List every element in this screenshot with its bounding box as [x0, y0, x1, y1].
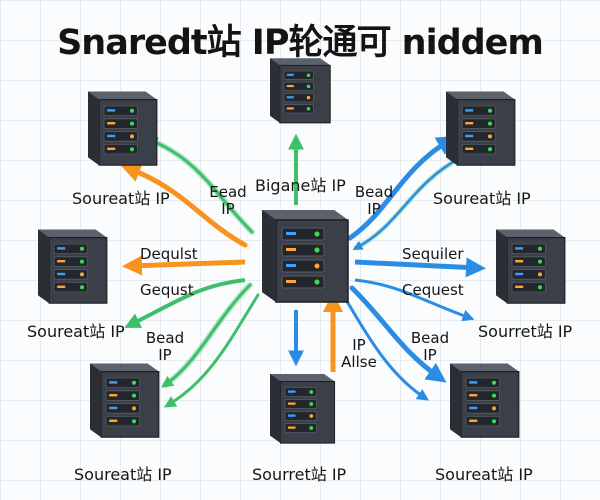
edge-label-right-lower: Cequest	[402, 281, 464, 299]
server-icon	[495, 229, 566, 304]
connector-mid-left	[122, 255, 246, 328]
node-label-bottom-left: Soureat站 IP	[74, 465, 172, 484]
node-label-mid-left: Soureat站 IP	[27, 322, 125, 341]
edge-label-top-left: Eead IP	[209, 183, 247, 218]
node-label-top-left: Soureat站 IP	[72, 189, 170, 208]
connector-bottom-center	[288, 292, 343, 372]
connector-bottom-left	[161, 282, 260, 408]
server-icon	[89, 363, 160, 438]
edge-label-left-lower: Gequst	[140, 281, 194, 299]
node-label-bottom-center: Sourret站 IP	[252, 465, 347, 484]
page-title: Snaredt站 IP轮通可 niddem	[57, 23, 544, 63]
edge-label-bottom-left: Bead IP	[145, 329, 185, 364]
node-label-mid-right: Sourret站 IP	[478, 322, 573, 341]
node-label-top-right: Soureat站 IP	[433, 189, 531, 208]
connector-top-right	[347, 135, 463, 251]
central-server-icon	[261, 209, 349, 303]
server-icon	[269, 57, 331, 124]
server-icon	[37, 229, 108, 304]
connector-top-left	[120, 137, 255, 248]
server-icon	[445, 90, 516, 166]
edge-label-top-right: Bead IP	[354, 183, 394, 218]
server-icon	[269, 373, 336, 444]
server-icon	[87, 90, 158, 166]
connector-bottom-right	[343, 285, 447, 401]
connector-mid-right	[354, 257, 486, 322]
node-label-top-center: Bigane站 IP	[255, 176, 346, 195]
edge-label-bottom-right: Bead IP	[410, 329, 450, 364]
edge-label-left-upper: Dequlst	[140, 245, 198, 263]
edge-label-bottom-center: IP Allse	[341, 336, 377, 371]
node-label-bottom-right: Soureat站 IP	[435, 465, 533, 484]
edge-label-right-upper: Sequiler	[402, 245, 464, 263]
server-icon	[449, 363, 520, 438]
